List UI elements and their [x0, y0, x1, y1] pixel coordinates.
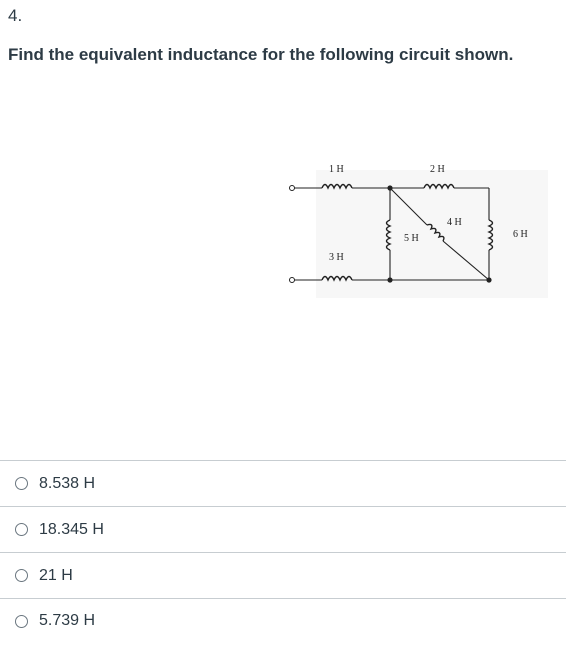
terminal-top [289, 185, 295, 191]
node-bottom-right [486, 277, 492, 283]
answer-label: 8.538 H [39, 474, 96, 492]
answer-option[interactable]: 8.538 H [0, 460, 566, 506]
inductor-2h [423, 183, 455, 190]
inductor-1h [321, 183, 353, 190]
radio-button[interactable] [15, 569, 28, 582]
label-2h: 2 H [430, 164, 445, 175]
answer-option[interactable]: 5.739 H [0, 598, 566, 643]
inductor-3h [321, 275, 353, 282]
inductor-6h [487, 219, 494, 251]
answer-label: 5.739 H [39, 612, 96, 629]
answer-label: 21 H [39, 566, 73, 584]
node-top-middle [387, 185, 393, 191]
circuit-diagram: 1 H 2 H 3 H 4 H 5 H 6 H [284, 158, 550, 300]
question-number: 4. [8, 6, 23, 25]
radio-button[interactable] [15, 523, 28, 536]
answer-list: 8.538 H 18.345 H 21 H 5.739 H [0, 460, 566, 643]
radio-button[interactable] [15, 614, 28, 628]
answer-option[interactable]: 21 H [0, 552, 566, 598]
inductor-4h [426, 223, 445, 242]
radio-button[interactable] [15, 477, 28, 490]
label-1h: 1 H [329, 164, 344, 175]
answer-label: 18.345 H [39, 520, 104, 538]
label-6h: 6 H [513, 229, 528, 240]
label-3h: 3 H [329, 252, 344, 263]
label-5h: 5 H [404, 233, 419, 244]
answer-option[interactable]: 18.345 H [0, 506, 566, 552]
circuit-background [316, 170, 548, 298]
inductor-5h [385, 219, 392, 251]
terminal-bottom [289, 277, 295, 283]
question-text: Find the equivalent inductance for the f… [8, 45, 514, 64]
node-bottom-middle [387, 277, 393, 283]
label-4h: 4 H [447, 217, 462, 228]
